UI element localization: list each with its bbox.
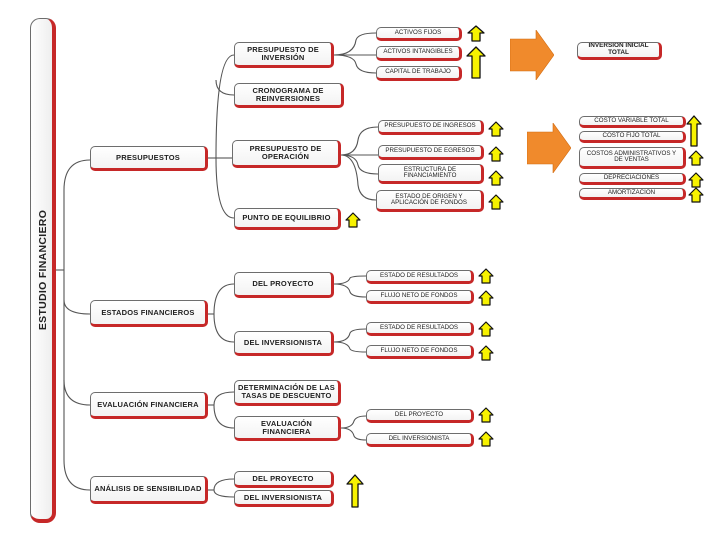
node-activos-fijos[interactable]: ACTIVOS FIJOS [376, 27, 462, 41]
up-arrow-icon[interactable] [686, 115, 702, 147]
node-estados-del-inversionista[interactable]: DEL INVERSIONISTA [234, 331, 334, 356]
node-estado-origen-aplicacion[interactable]: ESTADO DE ORIGEN Y APLICACIÓN DE FONDOS [376, 190, 484, 212]
node-capital-trabajo[interactable]: CAPITAL DE TRABAJO [376, 66, 462, 81]
house-icon[interactable] [488, 194, 504, 215]
node-punto-equilibrio[interactable]: PUNTO DE EQUILIBRIO [234, 208, 341, 230]
node-cronograma-reinversiones[interactable]: CRONOGRAMA DE REINVERSIONES [234, 83, 344, 108]
house-icon[interactable] [478, 321, 494, 342]
root-label: ESTUDIO FINANCIERO [37, 209, 49, 331]
up-arrow-icon[interactable] [467, 25, 485, 42]
node-costo-variable-total[interactable]: COSTO VARIABLE TOTAL [579, 116, 686, 128]
house-icon[interactable] [345, 212, 361, 233]
node-costo-fijo-total[interactable]: COSTO FIJO TOTAL [579, 131, 686, 143]
house-icon[interactable] [478, 290, 494, 311]
up-arrow-icon[interactable] [346, 474, 364, 508]
node-inversion-inicial-total[interactable]: INVERSIÓN INICIAL TOTAL [577, 42, 662, 60]
node-tasas-descuento[interactable]: DETERMINACIÓN DE LAS TASAS DE DESCUENTO [234, 380, 341, 406]
node-presupuestos[interactable]: PRESUPUESTOS [90, 146, 208, 171]
node-estados-del-proyecto[interactable]: DEL PROYECTO [234, 272, 334, 298]
node-evaluacion-financiera[interactable]: EVALUACIÓN FINANCIERA [90, 392, 208, 419]
node-presupuesto-egresos[interactable]: PRESUPUESTO DE EGRESOS [378, 145, 484, 160]
node-estados-financieros[interactable]: ESTADOS FINANCIEROS [90, 300, 208, 327]
node-depreciaciones[interactable]: DEPRECIACIONES [579, 173, 686, 185]
house-icon[interactable] [688, 150, 704, 171]
node-presupuesto-ingresos[interactable]: PRESUPUESTO DE INGRESOS [378, 120, 484, 135]
house-icon[interactable] [488, 121, 504, 142]
house-icon[interactable] [478, 345, 494, 366]
node-analisis-sensibilidad[interactable]: ANÁLISIS DE SENSIBILIDAD [90, 476, 208, 504]
node-presupuesto-operacion[interactable]: PRESUPUESTO DE OPERACIÓN [232, 140, 341, 168]
node-costos-administrativos-ventas[interactable]: COSTOS ADMINISTRATIVOS Y DE VENTAS [579, 147, 686, 169]
house-icon[interactable] [478, 268, 494, 289]
node-proyecto-estado-resultados[interactable]: ESTADO DE RESULTADOS [366, 270, 474, 284]
node-evaluacion-financiera-sub[interactable]: EVALUACIÓN FINANCIERA [234, 416, 341, 441]
node-activos-intangibles[interactable]: ACTIVOS INTANGIBLES [376, 46, 462, 61]
house-icon[interactable] [488, 170, 504, 191]
house-icon[interactable] [688, 172, 704, 193]
house-icon[interactable] [688, 187, 704, 208]
node-inversionista-flujo-neto[interactable]: FLUJO NETO DE FONDOS [366, 345, 474, 359]
node-sensibilidad-del-inversionista[interactable]: DEL INVERSIONISTA [234, 490, 334, 507]
node-sensibilidad-del-proyecto[interactable]: DEL PROYECTO [234, 471, 334, 488]
node-amortizacion[interactable]: AMORTIZACIÓN [579, 188, 686, 200]
house-icon[interactable] [488, 146, 504, 167]
right-arrow-icon [510, 30, 554, 80]
node-proyecto-flujo-neto[interactable]: FLUJO NETO DE FONDOS [366, 290, 474, 304]
node-estructura-financiamiento[interactable]: ESTRUCTURA DE FINANCIAMIENTO [378, 164, 484, 184]
node-inversionista-estado-resultados[interactable]: ESTADO DE RESULTADOS [366, 322, 474, 336]
node-presupuesto-inversion[interactable]: PRESUPUESTO DE INVERSIÓN [234, 42, 334, 68]
up-arrow-icon[interactable] [466, 46, 486, 79]
root-node[interactable] [30, 18, 56, 523]
node-evaluacion-del-proyecto[interactable]: DEL PROYECTO [366, 409, 474, 423]
house-icon[interactable] [478, 407, 494, 428]
right-arrow-icon [527, 123, 571, 173]
house-icon[interactable] [478, 431, 494, 452]
node-evaluacion-del-inversionista[interactable]: DEL INVERSIONISTA [366, 433, 474, 447]
